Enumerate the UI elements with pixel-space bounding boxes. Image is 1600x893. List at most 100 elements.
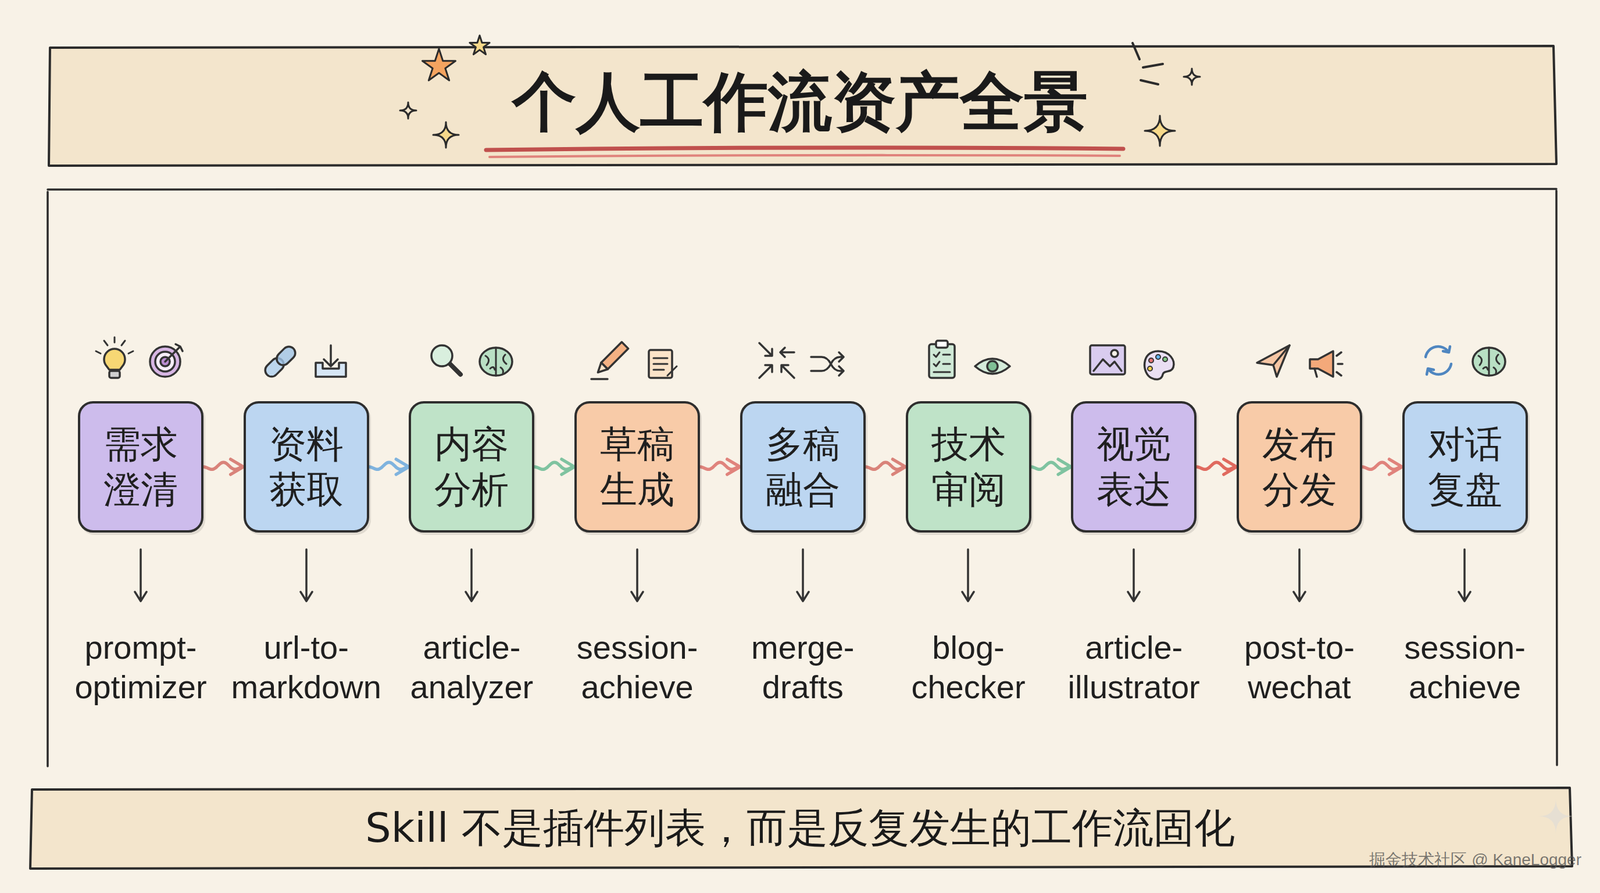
clipboard-icon: [936, 340, 948, 348]
lightbulb-icon: [109, 370, 120, 378]
merge-arrows-icon: [759, 343, 795, 378]
magnifier-icon: [449, 363, 461, 375]
refresh-icon: [1426, 363, 1452, 375]
paper-plane-icon: [1256, 345, 1290, 377]
palette-icon: [1162, 356, 1168, 362]
brain-icon: [1478, 347, 1500, 376]
clipboard-icon: [929, 340, 955, 378]
decoration-stars: [1144, 115, 1175, 146]
title-underline: [486, 147, 1124, 150]
box-label: 对话 复盘: [1421, 421, 1509, 513]
brain-icon: [479, 347, 513, 376]
flow-arrow: [865, 459, 906, 475]
process-box: 对话 复盘: [1402, 401, 1528, 533]
leader-arrows: [631, 549, 644, 602]
paper-plane-icon: [1256, 345, 1290, 377]
palette-icon: [1147, 366, 1153, 371]
arrow-head: [395, 459, 409, 475]
refresh-icon: [1425, 346, 1450, 357]
leader-arrows: [134, 549, 1471, 602]
eye-icon: [975, 358, 1010, 374]
notepad-icon: [648, 350, 677, 378]
decoration-stars: [400, 35, 1574, 834]
flow-arrow: [203, 459, 244, 475]
process-box: 需求 澄清: [77, 401, 204, 533]
palette-icon: [1148, 358, 1154, 363]
flow-arrow: [534, 459, 575, 475]
arrow-head: [1223, 459, 1237, 475]
leader-arrows: [962, 549, 974, 602]
leader-arrows: [300, 549, 313, 602]
skill-name: blog-checker: [890, 627, 1048, 707]
megaphone-icon: [1309, 351, 1343, 377]
skill-name: post-to-wechat: [1220, 627, 1378, 707]
process-box: 技术 审阅: [905, 401, 1032, 533]
shuffle-icon: [811, 356, 844, 376]
caption-text: Skill 不是插件列表，而是反复发生的工作流固化: [0, 797, 1600, 859]
shuffle-icon: [811, 352, 844, 376]
palette-icon: [1144, 351, 1174, 380]
leader-arrows: [465, 549, 478, 602]
flow-arrow: [1196, 459, 1237, 475]
box-label: 草稿 生成: [593, 421, 681, 513]
magnifier-icon: [431, 345, 461, 375]
paper-plane-icon: [1273, 345, 1290, 366]
pencil-icon: [601, 341, 629, 370]
arrow-head: [230, 459, 244, 475]
magnifier-icon: [431, 345, 453, 367]
download-icon: [315, 345, 346, 377]
lightbulb-icon: [104, 348, 125, 370]
box-label: 资料 获取: [262, 421, 350, 513]
process-box: 视觉 表达: [1070, 401, 1197, 533]
decoration-stars: [1538, 798, 1574, 834]
box-label: 需求 澄清: [97, 421, 185, 513]
box-label: 内容 分析: [427, 421, 516, 513]
skill-name: session-achieve: [558, 627, 716, 707]
process-box: 发布 分发: [1236, 401, 1363, 533]
flow-arrow: [1031, 459, 1072, 475]
flow-arrow: [1362, 459, 1403, 475]
skill-name: merge-drafts: [724, 627, 882, 707]
decoration-stars: [1132, 43, 1163, 85]
eye-icon: [987, 361, 998, 372]
target-icon: [165, 344, 183, 362]
decoration-stars: [422, 48, 456, 81]
merge-arrows-icon: [759, 343, 773, 356]
image-icon: [1090, 345, 1125, 375]
brain-icon: [1472, 347, 1506, 376]
arrow-head: [1389, 459, 1403, 475]
merge-arrows-icon: [759, 365, 773, 378]
leader-arrows: [134, 549, 147, 602]
skill-name: article-analyzer: [393, 627, 550, 707]
pencil-icon: [591, 377, 608, 381]
arrow-head: [1058, 459, 1071, 475]
box-label: 技术 审阅: [925, 421, 1013, 513]
skill-name: article-illustrator: [1055, 627, 1213, 707]
skill-name: url-to-markdown: [227, 627, 385, 707]
arrow-head: [561, 459, 575, 475]
arrow-head: [727, 459, 741, 475]
brain-icon: [1472, 347, 1506, 376]
palette-icon: [1155, 354, 1161, 360]
decoration-stars: [433, 122, 459, 148]
clipboard-icon: [933, 352, 950, 373]
decoration-stars: [469, 35, 490, 55]
clipboard-icon: [929, 344, 955, 378]
shuffle-icon: [811, 352, 844, 371]
decoration-stars: [400, 102, 417, 119]
pencil-icon: [594, 362, 609, 377]
pencil-icon: [594, 341, 629, 376]
image-icon: [1093, 359, 1122, 371]
leader-arrows: [1293, 549, 1306, 602]
eye-icon: [975, 358, 1010, 374]
merge-arrows-icon: [781, 365, 795, 378]
flow-arrow: [369, 459, 410, 475]
target-icon: [150, 344, 183, 377]
lightbulb-icon: [95, 337, 134, 378]
brain-icon: [485, 347, 507, 376]
megaphone-icon: [1309, 351, 1334, 377]
leader-arrows: [1127, 549, 1140, 602]
